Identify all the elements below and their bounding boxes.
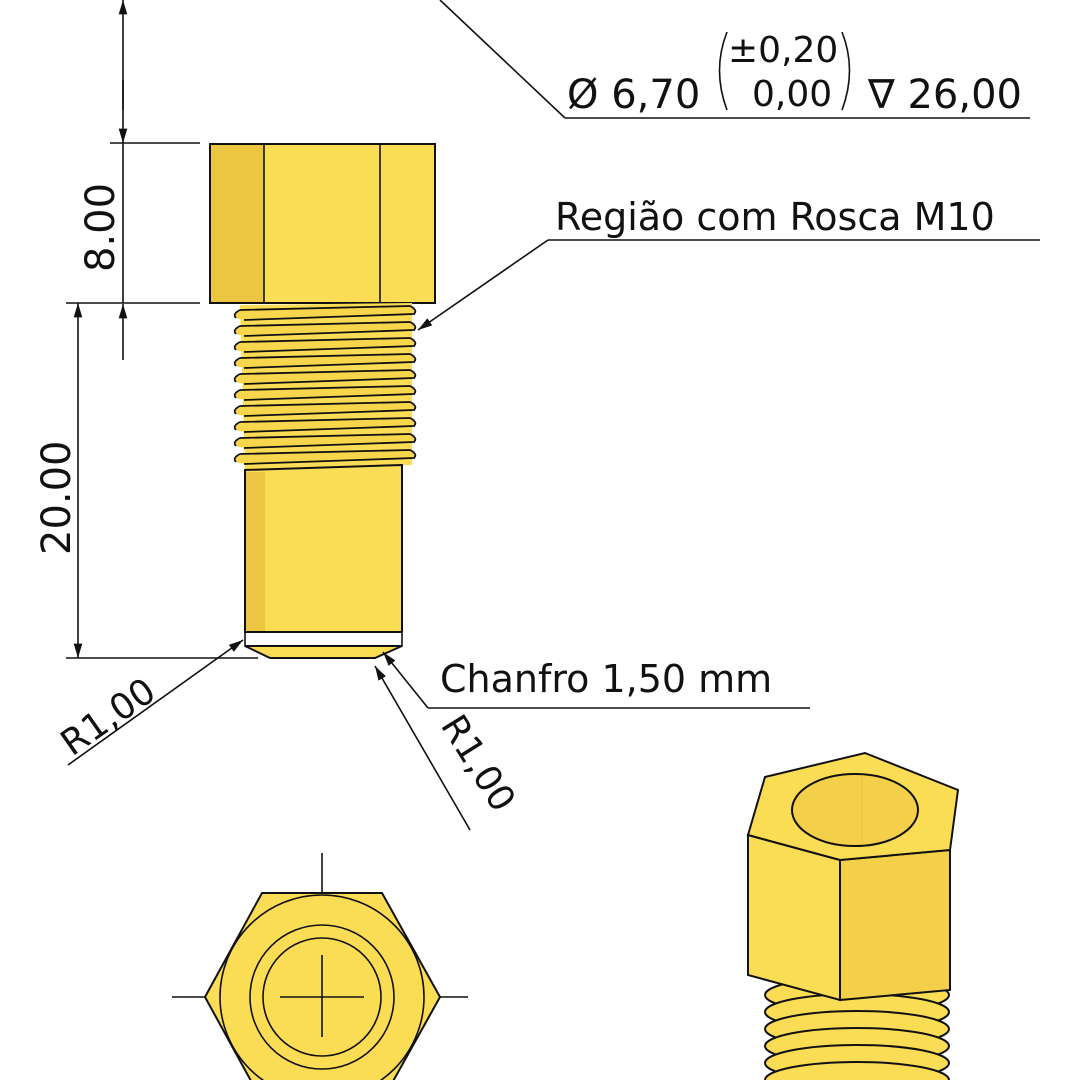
chamfer-label: Chanfro 1,50 mm <box>440 657 772 701</box>
dimension-lines <box>66 0 258 659</box>
thread-crest <box>233 417 417 433</box>
shank <box>244 463 403 659</box>
thread-crest <box>233 337 417 353</box>
side-view <box>209 143 436 659</box>
tolerance-paren-left <box>718 31 728 111</box>
tolerance-paren-right <box>841 31 851 111</box>
thread-crest <box>233 449 417 465</box>
body-length-label: 20.00 <box>34 440 80 555</box>
chamfer-callout: Chanfro 1,50 mm <box>382 651 810 709</box>
hex-head <box>209 143 436 304</box>
depth-value: ∇ 26,00 <box>867 72 1022 118</box>
thread-crest <box>233 369 417 385</box>
thread-crest <box>233 401 417 417</box>
iso-thread-crest <box>764 1061 950 1080</box>
head-height-label: 8.00 <box>78 183 124 272</box>
radius-right-label: R1,00 <box>432 708 523 819</box>
isometric-view <box>746 751 960 1080</box>
radius-left-label: R1,00 <box>54 670 164 764</box>
thread-crest <box>233 353 417 369</box>
thread-crest <box>233 321 417 337</box>
bore-diameter: Ø 6,70 <box>567 72 700 118</box>
tolerance-upper: ±0,20 <box>728 30 838 71</box>
thread-crest <box>233 305 417 321</box>
thread-label: Região com Rosca M10 <box>555 195 995 239</box>
bore-callout: Ø 6,70 ±0,20 0,00 ∇ 26,00 <box>439 0 1030 119</box>
tolerance-lower: 0,00 <box>752 74 832 115</box>
thread-crest <box>233 385 417 401</box>
thread-region <box>233 303 417 470</box>
top-view <box>172 853 468 1080</box>
thread-crest <box>233 433 417 449</box>
thread-callout: Região com Rosca M10 <box>417 195 1040 331</box>
